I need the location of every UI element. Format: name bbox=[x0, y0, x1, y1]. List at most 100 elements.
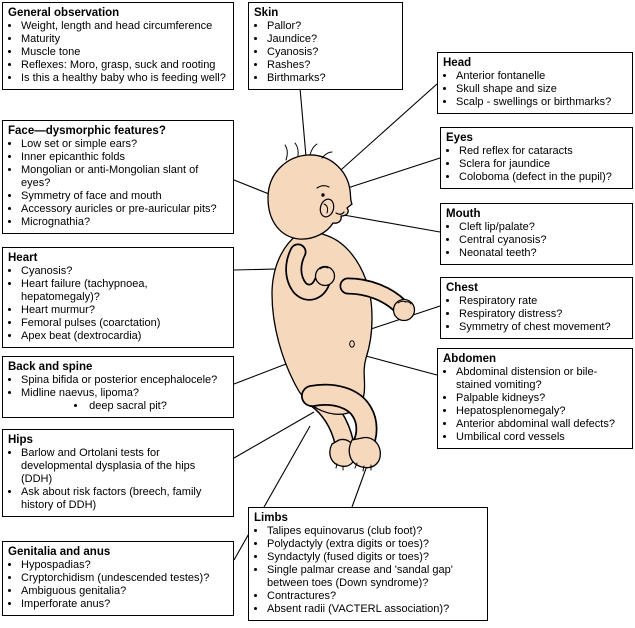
checklist-item: Symmetry of face and mouth bbox=[21, 190, 228, 203]
checklist-item: Sclera for jaundice bbox=[459, 158, 627, 171]
baby-fist-near bbox=[314, 265, 336, 287]
baby-foot-far-toes bbox=[335, 463, 344, 471]
panel-chest: Chest Respiratory rateRespiratory distre… bbox=[440, 277, 633, 340]
baby-brow-mouth bbox=[316, 185, 345, 215]
baby-fist-far-knuckles bbox=[397, 300, 412, 305]
baby-hair bbox=[284, 142, 333, 161]
checklist: Hypospadias?Cryptorchidism (undescended … bbox=[8, 559, 228, 611]
connector-head bbox=[332, 83, 438, 178]
panel-skin: Skin Pallor?Jaundice?Cyanosis?Rashes?Bir… bbox=[248, 2, 403, 91]
checklist-item: Heart murmur? bbox=[21, 304, 228, 317]
baby-ear-fold bbox=[323, 203, 329, 214]
panel-title: Limbs bbox=[254, 512, 288, 524]
checklist-item: Syndactyly (fused digits or toes)? bbox=[267, 551, 482, 564]
checklist-item: Single palmar crease and 'sandal gap' be… bbox=[267, 564, 482, 590]
connector-back bbox=[233, 363, 287, 385]
checklist-item: Reflexes: Moro, grasp, suck and rooting bbox=[21, 59, 228, 72]
panel-title: Abdomen bbox=[443, 353, 497, 365]
checklist-item: Hypospadias? bbox=[21, 559, 228, 572]
checklist-item: deep sacral pit? bbox=[21, 400, 228, 413]
checklist-item: Umbilical cord vessels bbox=[456, 431, 627, 444]
connector-abdomen bbox=[365, 355, 438, 376]
checklist-item: Polydactyly (extra digits or toes)? bbox=[267, 538, 482, 551]
baby-eye bbox=[321, 193, 325, 197]
checklist-item: Talipes equinovarus (club foot)? bbox=[267, 525, 482, 538]
baby-navel bbox=[349, 340, 355, 348]
checklist-item: Mongolian or anti-Mongolian slant of eye… bbox=[21, 164, 228, 190]
checklist-item: Hepatosplenomegaly? bbox=[456, 405, 627, 418]
checklist-item: Femoral pulses (coarctation) bbox=[21, 317, 228, 330]
checklist: Red reflex for cataractsSclera for jaund… bbox=[446, 145, 627, 184]
checklist-item: Cryptorchidism (undescended testes)? bbox=[21, 572, 228, 585]
checklist-item: Spina bifida or posterior encephalocele? bbox=[21, 374, 228, 387]
panel-hips: Hips Barlow and Ortolani tests for devel… bbox=[2, 429, 234, 518]
checklist-item: Anterior fontanelle bbox=[456, 70, 627, 83]
checklist-item: Respiratory rate bbox=[459, 295, 627, 308]
checklist: Spina bifida or posterior encephalocele?… bbox=[8, 374, 228, 413]
checklist-item: Respiratory distress? bbox=[459, 308, 627, 321]
panel-back-and-spine: Back and spine Spina bifida or posterior… bbox=[2, 356, 234, 419]
baby-fist-near-knuckles bbox=[319, 266, 329, 270]
panel-title: Genitalia and anus bbox=[8, 546, 111, 558]
checklist: Talipes equinovarus (club foot)?Polydact… bbox=[254, 525, 482, 616]
panel-face: Face—dysmorphic features? Low set or sim… bbox=[2, 120, 234, 235]
baby-leg-near-fill bbox=[302, 385, 376, 456]
checklist-item: Abdominal distension or bile-stained vom… bbox=[456, 366, 627, 392]
baby-foot-near bbox=[348, 436, 381, 469]
checklist: Weight, length and head circumferenceMat… bbox=[8, 20, 228, 85]
checklist-item: Accessory auricles or pre-auricular pits… bbox=[21, 203, 228, 216]
checklist-item: Ambiguous genitalia? bbox=[21, 585, 228, 598]
panel-genitalia-and-anus: Genitalia and anus Hypospadias?Cryptorch… bbox=[2, 541, 234, 617]
panel-general-observation: General observation Weight, length and h… bbox=[2, 2, 234, 91]
panel-abdomen: Abdomen Abdominal distension or bile-sta… bbox=[437, 348, 633, 450]
checklist-item: Imperforate anus? bbox=[21, 598, 228, 611]
baby-figure bbox=[267, 142, 416, 472]
checklist-item: Scalp - swellings or birthmarks? bbox=[456, 96, 627, 109]
checklist-item: Pallor? bbox=[267, 20, 397, 33]
checklist-item: Skull shape and size bbox=[456, 83, 627, 96]
checklist-item: Ask about risk factors (breech, family h… bbox=[21, 486, 228, 512]
checklist-item: Neonatal teeth? bbox=[459, 247, 627, 260]
checklist-item: Maturity bbox=[21, 33, 228, 46]
checklist-item: Cleft lip/palate? bbox=[459, 221, 627, 234]
checklist: Respiratory rateRespiratory distress?Sym… bbox=[446, 295, 627, 334]
checklist-item: Contractures? bbox=[267, 590, 482, 603]
panel-title: Head bbox=[443, 57, 472, 69]
checklist-item: Barlow and Ortolani tests for developmen… bbox=[21, 447, 228, 486]
checklist-item: Inner epicanthic folds bbox=[21, 151, 228, 164]
panel-heart: Heart Cyanosis?Heart failure (tachypnoea… bbox=[2, 247, 234, 349]
checklist-item: Cyanosis? bbox=[267, 46, 397, 59]
panel-title: Back and spine bbox=[8, 361, 93, 373]
checklist-item: Micrognathia? bbox=[21, 216, 228, 229]
checklist-item: Rashes? bbox=[267, 59, 397, 72]
panel-title: Eyes bbox=[446, 132, 473, 144]
checklist-item: Muscle tone bbox=[21, 46, 228, 59]
checklist: Cleft lip/palate?Central cyanosis?Neonat… bbox=[446, 221, 627, 260]
checklist-item: Jaundice? bbox=[267, 33, 397, 46]
connector-hips bbox=[233, 411, 315, 459]
checklist: Abdominal distension or bile-stained vom… bbox=[443, 366, 627, 444]
panel-title: Hips bbox=[8, 434, 33, 446]
checklist-item: Cyanosis? bbox=[21, 265, 228, 278]
baby-head bbox=[267, 154, 353, 240]
checklist-item: Is this a healthy baby who is feeding we… bbox=[21, 72, 228, 85]
checklist: Pallor?Jaundice?Cyanosis?Rashes?Birthmar… bbox=[254, 20, 397, 85]
panel-title: Skin bbox=[254, 7, 279, 19]
panel-eyes: Eyes Red reflex for cataractsSclera for … bbox=[440, 127, 633, 190]
baby-fist-far bbox=[392, 298, 416, 322]
checklist-item: Midline naevus, lipoma? bbox=[21, 387, 228, 400]
panel-title: Face—dysmorphic features? bbox=[8, 125, 166, 137]
panel-head: Head Anterior fontanelleSkull shape and … bbox=[437, 52, 633, 115]
connector-genitalia bbox=[233, 425, 311, 561]
checklist-item: Anterior abdominal wall defects? bbox=[456, 418, 627, 431]
checklist-item: Heart failure (tachypnoea, hepatomegaly)… bbox=[21, 278, 228, 304]
checklist-item: Red reflex for cataracts bbox=[459, 145, 627, 158]
checklist: Anterior fontanelleSkull shape and sizeS… bbox=[443, 70, 627, 109]
checklist-item: Absent radii (VACTERL association)? bbox=[267, 603, 482, 616]
checklist: Cyanosis?Heart failure (tachypnoea, hepa… bbox=[8, 265, 228, 343]
checklist-item: Symmetry of chest movement? bbox=[459, 321, 627, 334]
checklist-item: Coloboma (defect in the pupil)? bbox=[459, 171, 627, 184]
panel-limbs: Limbs Talipes equinovarus (club foot)?Po… bbox=[248, 507, 488, 622]
